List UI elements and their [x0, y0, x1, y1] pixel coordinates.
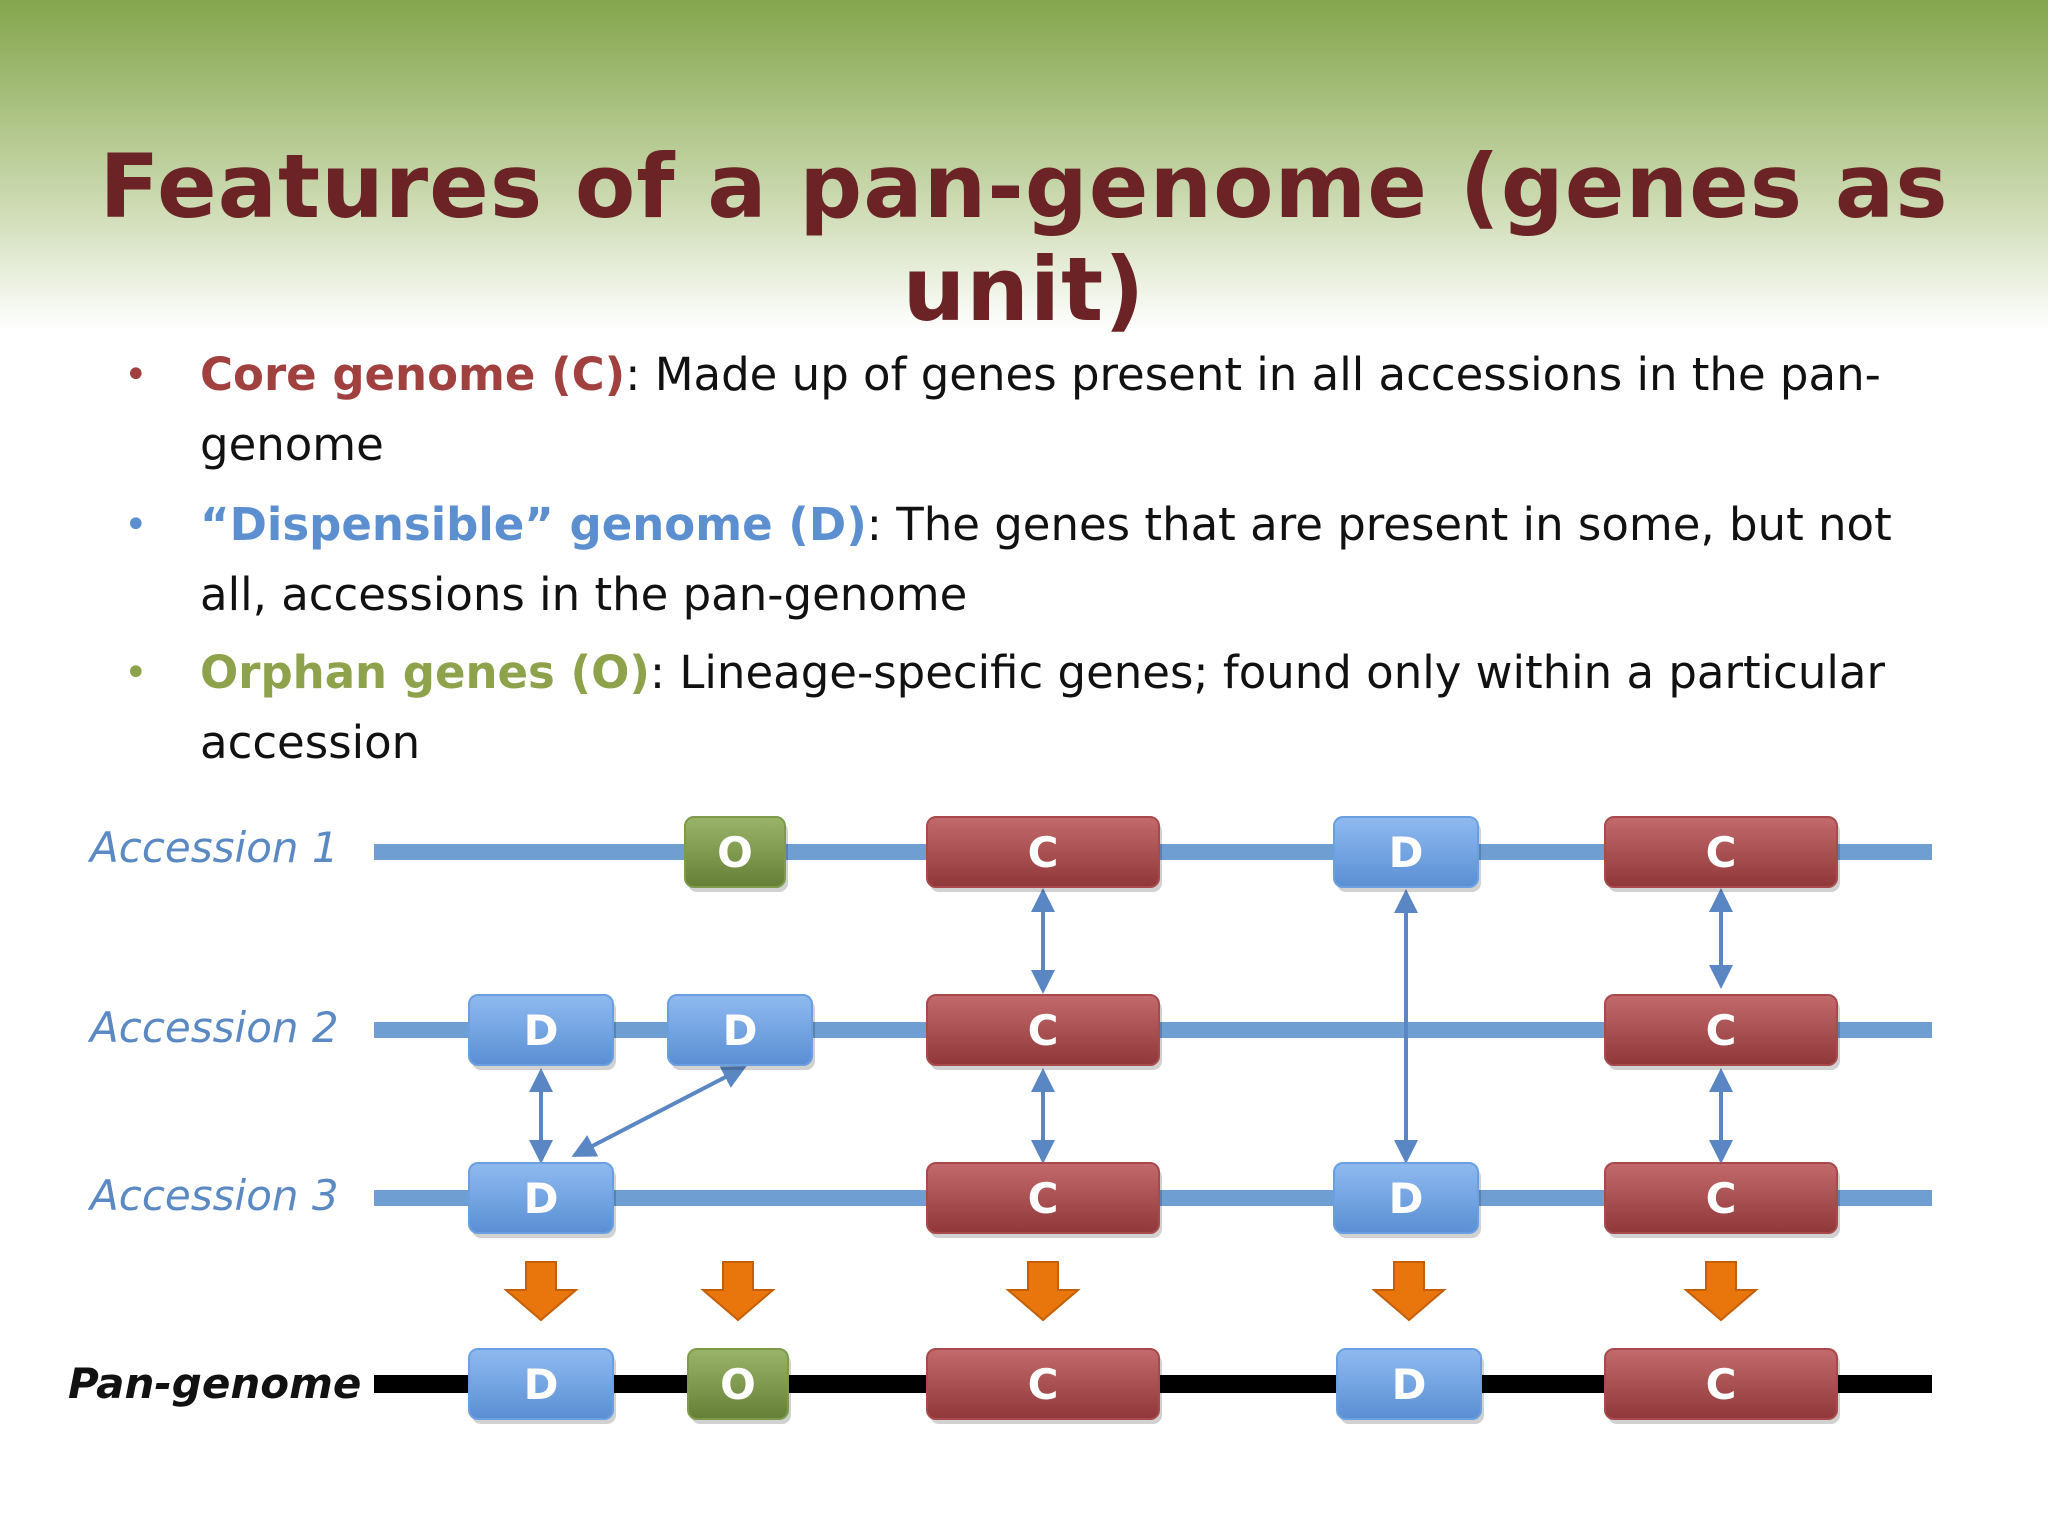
bullet-term: “Dispensible” genome (D)	[200, 498, 867, 551]
bullet-term: Core genome (C)	[200, 348, 626, 401]
bullet-dot: •	[124, 502, 148, 548]
bullet-text: : Lineage-specific genes; found only wit…	[200, 646, 1885, 769]
bullet-dispensable-genome: • “Dispensible” genome (D): The genes tha…	[124, 490, 1900, 630]
gene-box-d: D	[468, 1162, 616, 1238]
gene-label: C	[1028, 828, 1059, 877]
row-label-accession-3: Accession 3	[87, 1171, 339, 1220]
merge-arrow	[1005, 1261, 1081, 1322]
bullet-text: : The genes that are present in some, bu…	[200, 498, 1892, 621]
bullet-dot: •	[124, 650, 148, 696]
homology-arrows	[529, 888, 1733, 1164]
gene-label: C	[1706, 1360, 1737, 1409]
gene-label: D	[1392, 1360, 1427, 1409]
gene-label: C	[1028, 1006, 1059, 1055]
gene-label: D	[1389, 828, 1424, 877]
bullet-core-genome: • Core genome (C): Made up of genes prese…	[124, 340, 1900, 480]
gene-box-c: C	[1604, 1162, 1840, 1238]
row-label-pan-genome: Pan-genome	[68, 1359, 361, 1408]
gene-box-c: C	[926, 816, 1162, 892]
pan-gene-box-c: C	[926, 1348, 1162, 1424]
gene-box-d: D	[468, 994, 616, 1070]
gene-label: C	[1028, 1360, 1059, 1409]
gene-label: O	[720, 1360, 756, 1409]
gene-box-o: O	[684, 816, 788, 892]
gene-label: C	[1028, 1174, 1059, 1223]
gene-boxes: O C D C D D C C D C D C D O C D C	[468, 816, 1840, 1424]
bullet-dot: •	[124, 352, 148, 398]
gene-label: D	[524, 1006, 559, 1055]
bullet-orphan-genes: • Orphan genes (O): Lineage-specific gene…	[124, 638, 1900, 778]
gene-box-c: C	[926, 1162, 1162, 1238]
merge-arrow	[503, 1261, 579, 1322]
gene-label: C	[1706, 828, 1737, 877]
gene-box-d: D	[1333, 816, 1481, 892]
gene-label: D	[524, 1174, 559, 1223]
pan-gene-box-d: D	[468, 1348, 616, 1424]
pan-gene-box-o: O	[687, 1348, 791, 1424]
gene-box-c: C	[1604, 816, 1840, 892]
gene-label: C	[1706, 1174, 1737, 1223]
row-label-accession-2: Accession 2	[87, 1003, 339, 1052]
gene-box-d: D	[667, 994, 815, 1070]
gene-label: D	[524, 1360, 559, 1409]
merge-arrows	[503, 1261, 1759, 1322]
gene-box-c: C	[926, 994, 1162, 1070]
pan-gene-box-c: C	[1604, 1348, 1840, 1424]
homology-arrow	[571, 1066, 747, 1157]
merge-arrow	[1371, 1261, 1447, 1322]
gene-label: O	[717, 828, 753, 877]
gene-box-d: D	[1333, 1162, 1481, 1238]
gene-label: D	[723, 1006, 758, 1055]
row-label-accession-1: Accession 1	[87, 823, 339, 872]
merge-arrow	[700, 1261, 776, 1322]
merge-arrow	[1683, 1261, 1759, 1322]
gene-label: C	[1706, 1006, 1737, 1055]
chromosome-lines	[374, 844, 1932, 1393]
gene-label: D	[1389, 1174, 1424, 1223]
bullet-term: Orphan genes (O)	[200, 646, 650, 699]
bullet-text: : Made up of genes present in all access…	[200, 348, 1881, 471]
pan-gene-box-d: D	[1336, 1348, 1484, 1424]
slide-title: Features of a pan-genome (genes as unit)	[99, 135, 1949, 341]
gene-box-c: C	[1604, 994, 1840, 1070]
